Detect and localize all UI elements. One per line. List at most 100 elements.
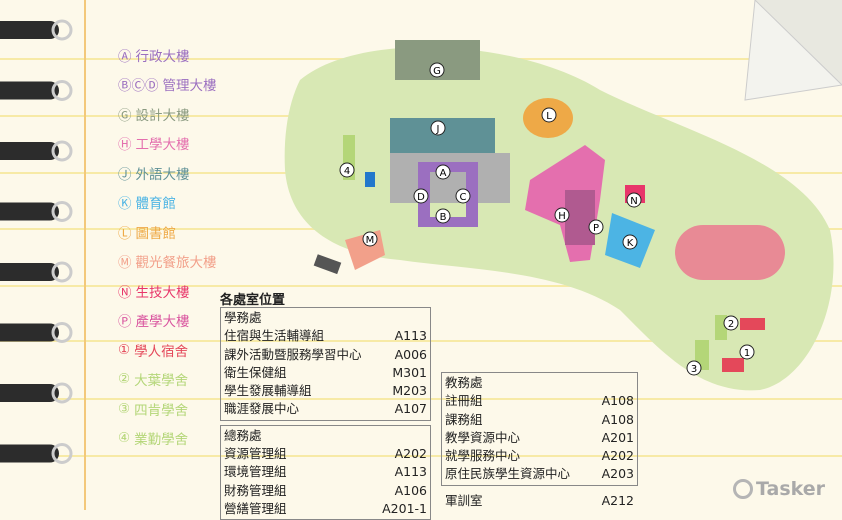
section-name: 教務處: [445, 375, 483, 390]
binding-ring: [0, 142, 59, 160]
svg-text:A: A: [440, 168, 447, 179]
office-room: A212: [601, 492, 634, 508]
binding-ring: [0, 444, 60, 463]
office-room: A106: [394, 482, 427, 498]
map-marker-d3[interactable]: 3: [686, 360, 702, 376]
binding-ring: [0, 81, 60, 100]
legend-label: 大葉學舍: [134, 373, 189, 390]
margin-line: [84, 0, 86, 510]
map-marker-j[interactable]: J: [430, 120, 446, 136]
legend-mark: Ⓛ: [118, 225, 132, 242]
map-marker-a[interactable]: A: [435, 164, 451, 180]
office-room: A113: [394, 464, 427, 480]
svg-text:C: C: [460, 192, 467, 203]
binding-ring: [0, 21, 59, 39]
office-row: 就學服務中心 A202: [445, 447, 634, 465]
office-room: A202: [601, 448, 634, 464]
legend-label: 產學大樓: [135, 314, 190, 331]
office-room: A203: [601, 466, 634, 482]
legend-label: 體育館: [135, 196, 177, 213]
svg-text:L: L: [546, 111, 552, 122]
office-name: 環境管理組: [224, 464, 287, 480]
track-field: [675, 225, 785, 280]
office-name: 軍訓室: [445, 492, 483, 508]
office-name: 原住民族學生資源中心: [445, 466, 571, 482]
svg-text:H: H: [558, 211, 566, 222]
legend-label: 管理大樓: [162, 78, 217, 95]
legend-label: 工學大樓: [135, 137, 190, 154]
map-marker-p[interactable]: P: [588, 219, 604, 235]
svg-text:K: K: [627, 238, 634, 249]
tasker-logo-icon: [733, 479, 753, 499]
svg-text:G: G: [433, 66, 441, 77]
binding-ring: [0, 202, 60, 221]
legend-mark: ④: [118, 430, 131, 447]
office-name: 資源管理組: [224, 446, 287, 462]
svg-text:D: D: [417, 192, 425, 203]
binding-ring: [0, 323, 60, 342]
office-name: 課務組: [445, 411, 483, 427]
map-marker-h[interactable]: H: [554, 207, 570, 223]
map-marker-g[interactable]: G: [429, 62, 445, 78]
office-room: A201: [601, 429, 634, 445]
office-row: 教學資源中心 A201: [445, 429, 634, 447]
office-name: 職涯發展中心: [224, 401, 300, 417]
map-marker-d[interactable]: D: [413, 188, 429, 204]
map-marker-d1[interactable]: 1: [739, 344, 755, 360]
office-row: 職涯發展中心 A107: [224, 400, 427, 418]
office-name: 就學服務中心: [445, 448, 521, 464]
office-room: M301: [392, 364, 427, 380]
map-marker-m[interactable]: M: [362, 231, 378, 247]
map-marker-k[interactable]: K: [622, 234, 638, 250]
legend-mark: Ⓙ: [118, 166, 132, 183]
legend-mark: Ⓖ: [118, 107, 132, 124]
office-name: 住宿與生活輔導組: [224, 328, 325, 344]
map-marker-d2[interactable]: 2: [723, 315, 739, 331]
legend-mark: ②: [118, 371, 131, 388]
legend-label: 行政大樓: [135, 48, 190, 65]
map-marker-l[interactable]: L: [541, 107, 557, 123]
watermark-text: Tasker: [756, 478, 826, 500]
legend-mark: ⒷⒸⒹ: [118, 78, 159, 95]
legend-mark: Ⓚ: [118, 196, 132, 213]
map-marker-d4[interactable]: 4: [339, 162, 355, 178]
legend-label: 生技大樓: [135, 284, 190, 301]
office-room: A202: [394, 446, 427, 462]
svg-text:1: 1: [744, 348, 750, 359]
office-room: A201-1: [382, 500, 427, 516]
section-name: 總務處: [224, 427, 262, 443]
map-marker-n[interactable]: N: [626, 192, 642, 208]
office-room: A006: [394, 346, 427, 362]
legend-mark: Ⓐ: [118, 48, 132, 65]
legend-label: 四肯學舍: [134, 402, 189, 419]
map-marker-b[interactable]: B: [435, 208, 451, 224]
svg-text:B: B: [440, 212, 447, 223]
office-row: 原住民族學生資源中心 A203: [445, 465, 634, 483]
office-room: A108: [601, 393, 634, 409]
legend-label: 設計大樓: [135, 107, 190, 124]
office-room: A107: [394, 401, 427, 417]
office-name: 教學資源中心: [445, 429, 521, 445]
svg-text:4: 4: [344, 166, 350, 177]
map-marker-c[interactable]: C: [455, 188, 471, 204]
binding-ring: [0, 384, 59, 402]
legend-mark: ③: [118, 400, 131, 417]
